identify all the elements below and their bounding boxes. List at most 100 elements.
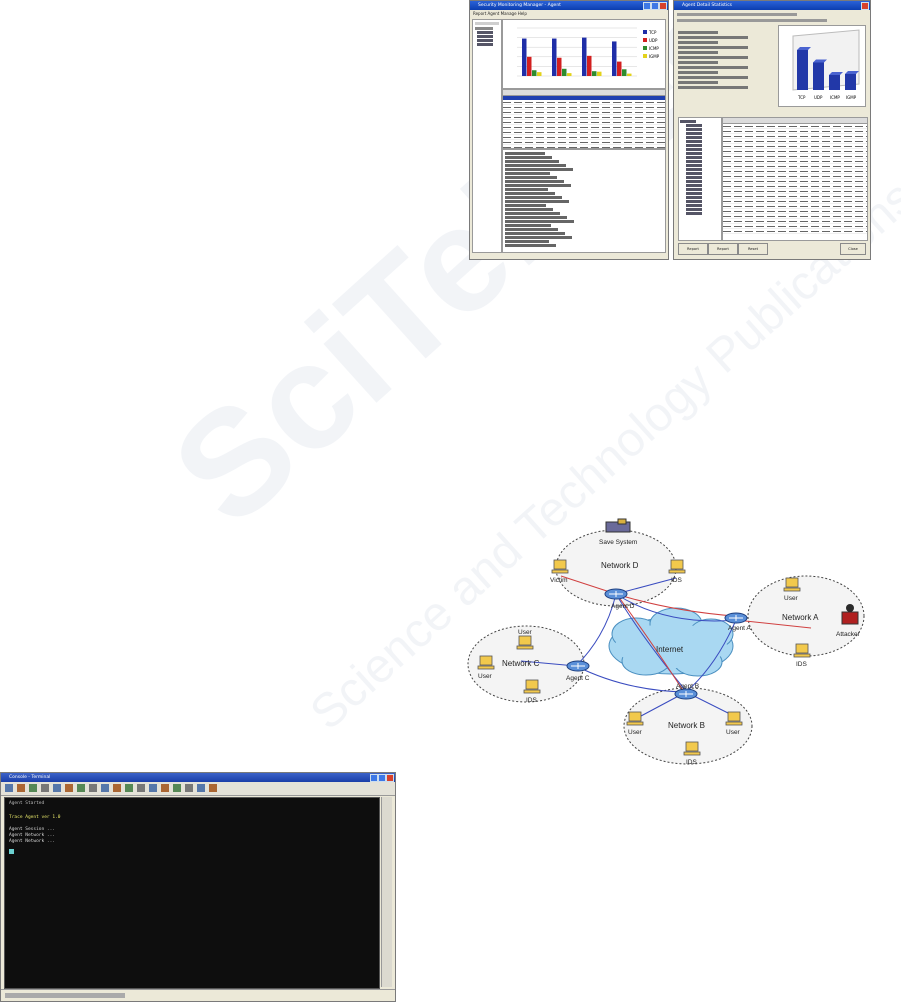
terminal-scrollbar[interactable]	[381, 797, 392, 987]
table-row[interactable]	[503, 110, 665, 115]
tree-item[interactable]	[686, 204, 702, 207]
table-row[interactable]	[723, 134, 867, 139]
detail-table-panel[interactable]	[722, 117, 868, 241]
table-row[interactable]	[723, 194, 867, 199]
table-row[interactable]	[503, 125, 665, 130]
tree-item[interactable]	[686, 148, 702, 151]
maximize-icon[interactable]	[378, 774, 386, 782]
tree-item[interactable]	[686, 184, 702, 187]
toolbar-button-icon[interactable]	[209, 784, 217, 792]
tree-item[interactable]	[686, 124, 702, 127]
table-row[interactable]	[723, 164, 867, 169]
table-row[interactable]	[723, 199, 867, 204]
terminal-console[interactable]: Agent Started Trace Agent ver 1.0 Agent …	[4, 797, 380, 989]
tree-item[interactable]	[686, 200, 702, 203]
tree-item[interactable]	[686, 136, 702, 139]
tree-item[interactable]	[686, 188, 702, 191]
table-row[interactable]	[723, 149, 867, 154]
toolbar-button-icon[interactable]	[53, 784, 61, 792]
toolbar-button-icon[interactable]	[149, 784, 157, 792]
table-row[interactable]	[723, 189, 867, 194]
tree-item[interactable]	[686, 156, 702, 159]
tree-item[interactable]	[686, 160, 702, 163]
table-row[interactable]	[503, 100, 665, 105]
toolbar-button-icon[interactable]	[125, 784, 133, 792]
toolbar-button-icon[interactable]	[185, 784, 193, 792]
table-row[interactable]	[723, 204, 867, 209]
detail-titlebar[interactable]: Agent Detail Statistics	[674, 1, 870, 10]
toolbar-button-icon[interactable]	[77, 784, 85, 792]
table-row[interactable]	[723, 184, 867, 189]
table-row[interactable]	[723, 159, 867, 164]
table-row[interactable]	[723, 144, 867, 149]
protocol-bar	[845, 74, 856, 90]
toolbar-button-icon[interactable]	[29, 784, 37, 792]
table-row[interactable]	[503, 105, 665, 110]
tree-item[interactable]	[686, 132, 702, 135]
report-button-1[interactable]: Report	[678, 243, 708, 255]
event-log-panel[interactable]	[502, 149, 666, 253]
reset-button[interactable]: Reset	[738, 243, 768, 255]
tree-item[interactable]	[686, 152, 702, 155]
toolbar-button-icon[interactable]	[173, 784, 181, 792]
table-row[interactable]	[503, 115, 665, 120]
tree-item[interactable]	[686, 128, 702, 131]
toolbar-button-icon[interactable]	[197, 784, 205, 792]
tree-item[interactable]	[686, 212, 702, 215]
toolbar-button-icon[interactable]	[89, 784, 97, 792]
table-row[interactable]	[723, 224, 867, 229]
terminal-toolbar[interactable]	[1, 782, 395, 796]
tree-item[interactable]	[686, 208, 702, 211]
table-row[interactable]	[723, 129, 867, 134]
table-row[interactable]	[503, 135, 665, 140]
table-row[interactable]	[503, 130, 665, 135]
maximize-icon[interactable]	[651, 2, 659, 10]
toolbar-button-icon[interactable]	[137, 784, 145, 792]
window-titlebar[interactable]: Security Monitoring Manager - Agent	[470, 1, 668, 10]
toolbar-button-icon[interactable]	[65, 784, 73, 792]
agent-tree-panel[interactable]	[472, 19, 502, 253]
toolbar-button-icon[interactable]	[161, 784, 169, 792]
close-icon[interactable]	[659, 2, 667, 10]
table-row[interactable]	[723, 154, 867, 159]
table-row[interactable]	[723, 174, 867, 179]
tree-item[interactable]	[686, 196, 702, 199]
table-row[interactable]	[503, 120, 665, 125]
close-icon[interactable]	[861, 2, 869, 10]
tree-item[interactable]	[686, 172, 702, 175]
agent-list-panel[interactable]	[678, 117, 722, 241]
tree-item[interactable]	[686, 192, 702, 195]
log-line	[505, 236, 572, 239]
tree-item[interactable]	[680, 120, 696, 123]
tree-item[interactable]	[686, 140, 702, 143]
tree-item[interactable]	[686, 164, 702, 167]
table-row[interactable]	[723, 179, 867, 184]
close-button[interactable]: Close	[840, 243, 866, 255]
tree-item[interactable]	[686, 144, 702, 147]
event-table-panel[interactable]	[502, 89, 666, 150]
toolbar-button-icon[interactable]	[101, 784, 109, 792]
toolbar-button-icon[interactable]	[5, 784, 13, 792]
table-row[interactable]	[723, 214, 867, 219]
toolbar-button-icon[interactable]	[113, 784, 121, 792]
tree-item[interactable]	[686, 180, 702, 183]
tree-item[interactable]	[686, 176, 702, 179]
menu-bar[interactable]: Report Agent Manage Help	[473, 11, 527, 16]
tree-item[interactable]	[686, 168, 702, 171]
table-row[interactable]	[723, 209, 867, 214]
table-row[interactable]	[723, 229, 867, 234]
close-icon[interactable]	[386, 774, 394, 782]
report-button-2[interactable]: Report	[708, 243, 738, 255]
user-c2-computer-icon	[477, 655, 495, 670]
minimize-icon[interactable]	[643, 2, 651, 10]
minimize-icon[interactable]	[370, 774, 378, 782]
toolbar-button-icon[interactable]	[17, 784, 25, 792]
toolbar-button-icon[interactable]	[41, 784, 49, 792]
table-row[interactable]	[723, 219, 867, 224]
table-row[interactable]	[723, 124, 867, 129]
table-row[interactable]	[503, 140, 665, 145]
table-row[interactable]	[723, 139, 867, 144]
table-row[interactable]	[723, 169, 867, 174]
terminal-titlebar[interactable]: Console - Terminal	[1, 773, 395, 782]
